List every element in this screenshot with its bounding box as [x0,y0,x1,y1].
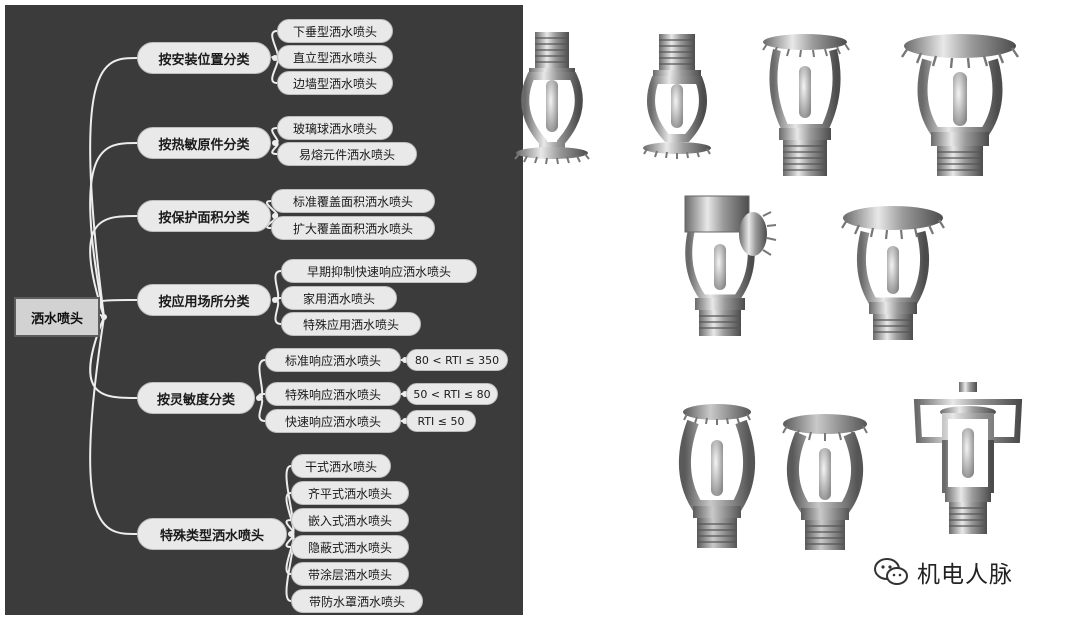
leaf-node-label: 玻璃球洒水喷头 [292,121,377,136]
leaf-node: 特殊应用洒水喷头 [281,312,421,336]
category-node-label: 按应用场所分类 [158,294,250,310]
category-node: 按热敏原件分类 [137,127,271,159]
leaf-node-label: 特殊应用洒水喷头 [302,317,399,332]
category-node-label: 按保护面积分类 [158,210,250,226]
connector-lines [89,30,408,602]
leaf-node: 特殊响应洒水喷头 [265,382,401,406]
rti-badge: 50 < RTI ≤ 80 [406,383,498,405]
root-node: 洒水喷头 [14,297,100,337]
leaf-line [271,57,279,84]
pendent-sprinkler-photo-2 [643,34,711,159]
category-node: 按灵敏度分类 [137,382,255,414]
leaf-node: 标准覆盖面积洒水喷头 [271,189,435,213]
dry-sprinkler-photo [913,382,1023,534]
branch-line [89,142,138,318]
wechat-icon [874,558,908,585]
category-node-label: 按热敏原件分类 [158,137,250,153]
leaf-node: 带防水罩洒水喷头 [291,589,423,613]
sprinkler-photos [514,32,1023,550]
leaf-line [271,142,279,155]
leaf-node-label: 早期抑制快速响应洒水喷头 [306,264,451,279]
leaf-line [258,397,266,422]
watermark: 机电人脉 [873,552,1013,592]
category-node-label: 特殊类型洒水喷头 [159,528,264,544]
leaf-node: 易熔元件洒水喷头 [277,142,417,166]
leaf-node: 玻璃球洒水喷头 [277,116,393,140]
leaf-node: 嵌入式洒水喷头 [291,508,409,532]
rti-badge-label: 80 < RTI ≤ 350 [414,353,500,367]
leaf-node-label: 易熔元件洒水喷头 [298,147,395,162]
pendent-sprinkler-photo [514,32,590,165]
leaf-node: 早期抑制快速响应洒水喷头 [281,259,477,283]
mind-map-panel: 洒水喷头 按安装位置分类 下垂型洒水喷头直立型洒水喷头边墙型洒水喷头按热敏原件分类… [5,5,523,615]
category-node-label: 按灵敏度分类 [156,392,235,408]
leaf-node-label: 扩大覆盖面积洒水喷头 [292,221,413,236]
leaf-node: 标准响应洒水喷头 [265,348,401,372]
leaf-node: 隐蔽式洒水喷头 [291,535,409,559]
sidewall-sprinkler-photo [684,195,777,336]
rti-badge: 80 < RTI ≤ 350 [406,349,508,371]
leaf-node-label: 隐蔽式洒水喷头 [307,540,392,555]
leaf-line [274,299,282,325]
category-node: 按保护面积分类 [137,200,271,232]
watermark-text: 机电人脉 [917,562,1013,588]
leaf-node-label: 特殊响应洒水喷头 [284,387,381,402]
leaf-node-label: 带防水罩洒水喷头 [308,594,405,609]
branch-line [89,316,138,535]
leaf-node-label: 边墙型洒水喷头 [292,76,377,91]
brass-sprinkler-photo-2 [782,414,868,550]
branch-line [89,57,138,318]
leaf-node: 扩大覆盖面积洒水喷头 [271,216,435,240]
upright-sprinkler-photo-2 [901,34,1019,176]
upright-sprinkler-photo-3 [841,206,945,340]
leaf-node: 带涂层洒水喷头 [291,562,409,586]
rti-badge-label: RTI ≤ 50 [417,414,465,428]
root-label: 洒水喷头 [30,311,83,327]
rti-badge-label: 50 < RTI ≤ 80 [413,387,491,401]
leaf-node: 快速响应洒水喷头 [265,409,401,433]
leaf-node-label: 直立型洒水喷头 [292,50,377,65]
leaf-line [285,533,295,602]
category-node-label: 按安装位置分类 [158,52,250,68]
leaf-node-label: 家用洒水喷头 [302,291,375,306]
leaf-node: 直立型洒水喷头 [277,45,393,69]
leaf-node: 家用洒水喷头 [281,286,397,310]
leaf-node-label: 嵌入式洒水喷头 [307,513,392,528]
leaf-node: 下垂型洒水喷头 [277,19,393,43]
branch-line [89,215,138,318]
leaf-node: 边墙型洒水喷头 [277,71,393,95]
brass-sprinkler-photo [679,404,755,548]
category-node: 按应用场所分类 [137,284,271,316]
leaf-node-label: 标准响应洒水喷头 [284,353,381,368]
rti-badge: RTI ≤ 50 [406,410,476,432]
leaf-node: 齐平式洒水喷头 [291,481,409,505]
leaf-node-label: 快速响应洒水喷头 [284,414,381,429]
leaf-node-label: 标准覆盖面积洒水喷头 [292,194,413,209]
leaf-node-label: 齐平式洒水喷头 [307,486,392,501]
upright-sprinkler-photo [762,34,850,176]
category-node: 按安装位置分类 [137,42,271,74]
leaf-node-label: 带涂层洒水喷头 [307,567,392,582]
leaf-node: 干式洒水喷头 [291,454,391,478]
leaf-node-label: 干式洒水喷头 [304,459,377,474]
leaf-node-label: 下垂型洒水喷头 [292,24,377,39]
category-node: 特殊类型洒水喷头 [137,518,287,550]
